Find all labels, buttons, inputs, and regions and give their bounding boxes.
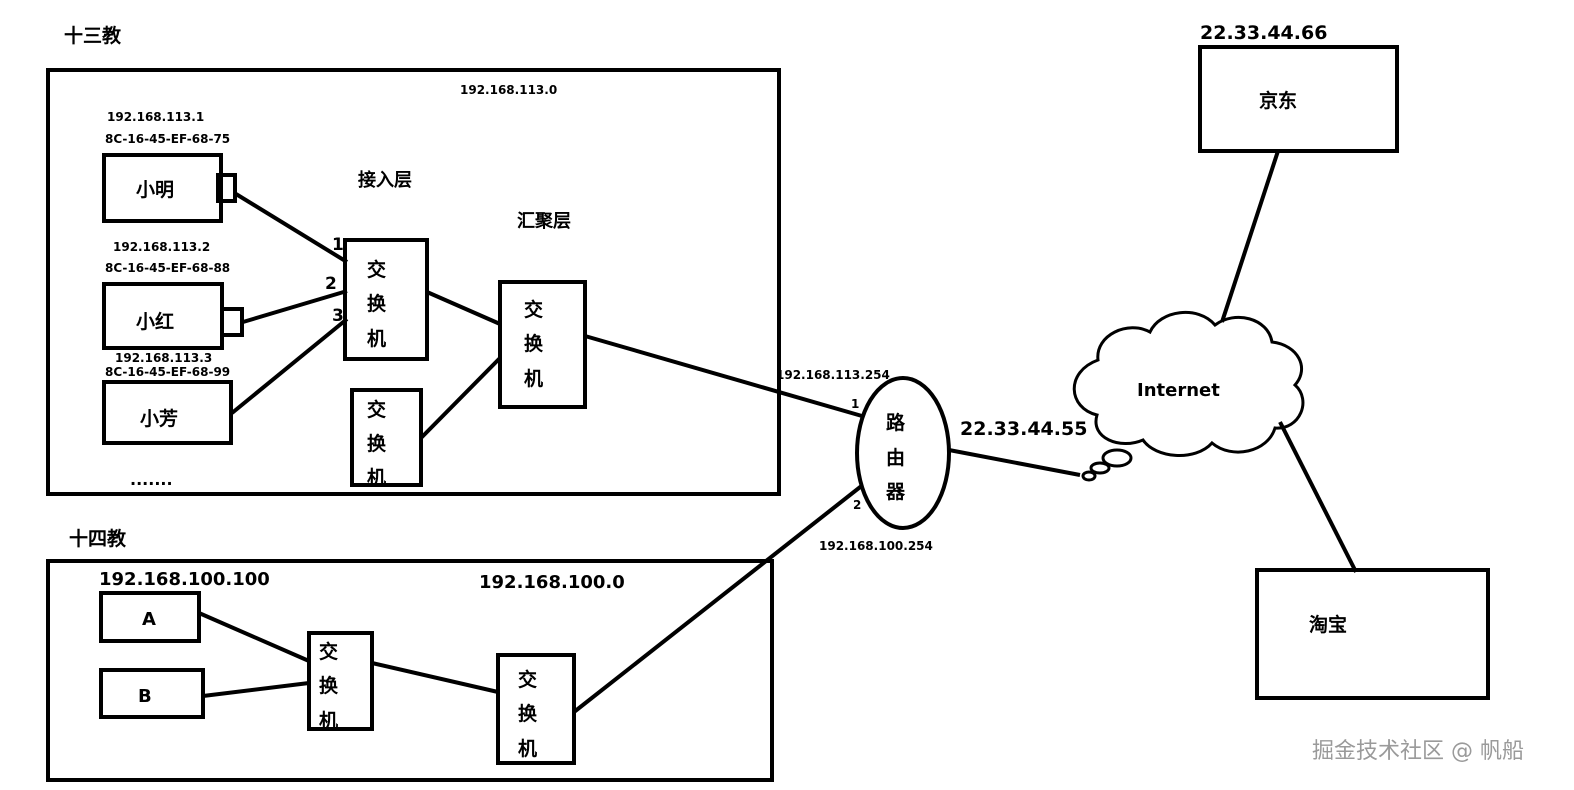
room14-access-switch-char-1: 交 [319,640,338,663]
access-switch-port-1: 1 [332,235,344,255]
jd-server-box [1198,45,1399,153]
aggregation-switch-char-1: 交 [524,298,543,321]
aggregation-layer-label: 汇聚层 [517,211,571,232]
access-switch-char-1: 交 [367,258,386,281]
aggregation-switch-char-2: 换 [524,332,544,355]
aggregation-switch-box [498,280,587,409]
link-xiaohong-switch [242,289,348,324]
room14-access-switch-box [307,631,374,731]
access-switch-2-char-2: 换 [367,432,387,455]
room14-aggregation-switch-char-2: 换 [518,702,538,725]
host-b-label: B [138,686,152,707]
link-room14-access-aggregation [371,661,499,694]
room14-subnet: 192.168.100.0 [479,572,625,593]
pc-xiaohong-mac: 8C-16-45-EF-68-88 [105,261,230,275]
taobao-name: 淘宝 [1309,613,1347,636]
router-ellipse [855,376,951,530]
access-switch-port-3: 3 [332,306,344,326]
link-host-b-switch [202,681,310,698]
link-room14-router [572,482,866,714]
access-switch-2-char-1: 交 [367,398,386,421]
room13-subnet: 192.168.113.0 [460,83,557,97]
more-pcs-ellipsis: ....... [130,470,173,489]
jd-ip: 22.33.44.66 [1200,22,1327,44]
cloud-bubble-medium [1089,461,1111,475]
link-host-a-switch [198,611,310,663]
link-router-internet [948,448,1081,477]
router-ip-100: 192.168.100.254 [819,539,933,553]
room14-aggregation-switch-char-1: 交 [518,668,537,691]
router-port-2: 2 [853,498,861,512]
link-access-aggregation [426,290,501,326]
pc-xiaohong-nic [220,307,244,337]
router-port-1: 1 [851,397,859,411]
watermark: 掘金技术社区 @ 帆船 [1312,739,1524,764]
internet-cloud-icon [1072,310,1305,457]
room14-title: 十四教 [69,527,127,550]
pc-xiaoming-nic [216,173,237,203]
access-switch-char-2: 换 [367,292,387,315]
jd-name: 京东 [1259,89,1297,112]
access-switch-port-2: 2 [325,274,337,294]
pc-xiaoming-mac: 8C-16-45-EF-68-75 [105,132,230,146]
access-layer-label: 接入层 [358,169,412,191]
pc-xiaohong-name: 小红 [136,310,174,333]
access-switch-char-3: 机 [367,328,386,350]
access-switch-2-box [350,388,423,487]
pc-xiaofang-ip: 192.168.113.3 [115,351,212,365]
pc-xiaohong-ip: 192.168.113.2 [113,240,210,254]
access-switch-box [343,238,429,361]
room14-aggregation-switch-box [496,653,576,765]
host-a-label: A [142,609,156,630]
link-xiaoming-switch [234,192,349,264]
room14-boundary [46,559,774,782]
room13-title: 十三教 [64,24,122,47]
pc-xiaofang-mac: 8C-16-45-EF-68-99 [105,365,230,379]
room14-aggregation-switch-char-3: 机 [518,738,537,760]
link-internet-taobao [1278,421,1358,573]
router-char-2: 由 [886,446,905,469]
host-b-box [99,668,205,719]
cloud-bubble-large [1101,448,1133,468]
router-ip-113: 192.168.113.254 [776,368,890,382]
router-char-3: 器 [885,481,906,503]
aggregation-switch-char-3: 机 [524,368,543,390]
pc-xiaofang-name: 小芳 [140,407,178,430]
link-access2-aggregation [419,356,502,440]
room14-host-ip: 192.168.100.100 [99,569,270,590]
taobao-server-box [1255,568,1490,700]
host-a-box [99,591,201,643]
pc-xiaoming-name: 小明 [136,179,174,201]
pc-xiaofang-box [102,380,233,445]
link-xiaofang-switch [230,317,349,415]
cloud-bubble-small [1081,470,1097,482]
room14-access-switch-char-3: 机 [319,710,338,732]
room14-access-switch-char-2: 换 [319,674,339,697]
link-aggregation-router [584,334,863,418]
room13-boundary [46,68,781,496]
internet-label: Internet [1137,380,1220,401]
router-char-1: 路 [886,411,906,434]
access-switch-2-char-3: 机 [367,467,386,489]
link-internet-jd [1220,150,1280,323]
router-public-ip: 22.33.44.55 [960,418,1087,440]
pc-xiaoming-ip: 192.168.113.1 [107,110,204,124]
pc-xiaoming-box [102,153,223,223]
